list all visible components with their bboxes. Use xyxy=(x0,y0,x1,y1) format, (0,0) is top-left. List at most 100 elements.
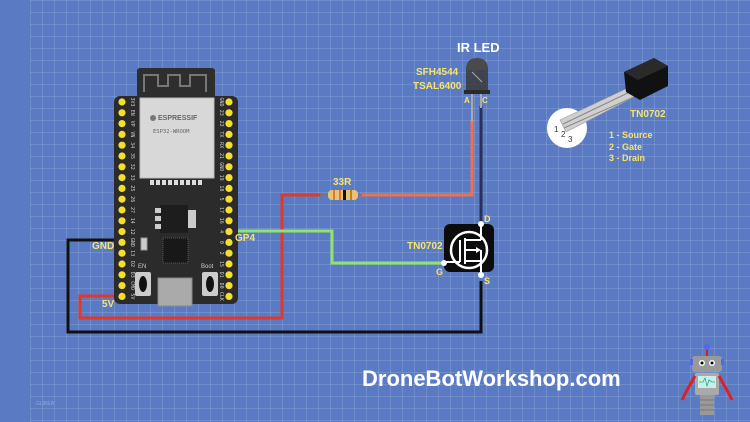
header-pin-label: 5 xyxy=(218,198,224,201)
header-pin xyxy=(118,217,126,225)
resistor-33r xyxy=(320,190,362,200)
header-pin xyxy=(225,282,233,290)
header-pin-label: 3V3 xyxy=(129,97,135,106)
ir-led-part-2: TSAL6400 xyxy=(413,81,462,92)
header-pin xyxy=(118,228,126,236)
header-pin-label: 32 xyxy=(129,164,135,170)
header-pin-label: VN xyxy=(129,131,135,137)
drain-pin xyxy=(478,221,484,227)
header-pin xyxy=(225,98,233,106)
header-pin xyxy=(118,163,126,171)
header-pin xyxy=(118,260,126,268)
header-pin-label: 15 xyxy=(218,261,224,267)
usb-port xyxy=(157,277,193,307)
header-pin-label: 18 xyxy=(218,185,224,191)
header-pin xyxy=(225,174,233,182)
header-pin-label: RX xyxy=(218,142,224,148)
header-pin-label: 33 xyxy=(129,175,135,181)
led-anode-label: A xyxy=(464,96,470,105)
wire-5v xyxy=(78,193,322,320)
esp32-board: ESPRESSIF ESP32-WROOM EN Boot 3V3ENVPVN3… xyxy=(114,68,238,307)
header-pin xyxy=(225,109,233,117)
pin-number-3: 3 xyxy=(568,135,573,144)
header-pin-label: 4 xyxy=(218,230,224,233)
header-pin xyxy=(118,120,126,128)
five-v-label: 5V xyxy=(102,299,115,310)
mosfet-source-label: S xyxy=(484,276,491,286)
header-pin xyxy=(118,195,126,203)
header-pin xyxy=(118,271,126,279)
header-pin-label: GND xyxy=(129,238,135,247)
header-pin-label: D3 xyxy=(129,272,135,278)
header-pin-label: 27 xyxy=(129,207,135,213)
header-pin-label: 0 xyxy=(218,241,224,244)
header-pin xyxy=(118,249,126,257)
header-pin xyxy=(225,141,233,149)
to92-pinout-diagram: 1 2 3 xyxy=(547,58,668,148)
header-pin xyxy=(225,217,233,225)
mosfet-drain-label: D xyxy=(484,214,491,224)
header-pin xyxy=(118,238,126,246)
header-pin-label: TX xyxy=(218,131,224,137)
header-pin-label: D2 xyxy=(129,261,135,267)
boot-label: Boot xyxy=(201,264,214,270)
header-pin xyxy=(225,238,233,246)
header-pin xyxy=(225,249,233,257)
header-pin xyxy=(225,184,233,192)
pin-number-2: 2 xyxy=(561,130,566,139)
header-pin-label: 26 xyxy=(129,196,135,202)
pinout-part-label: TN0702 xyxy=(630,109,666,120)
pinout-legend-source: 1 - Source xyxy=(609,130,653,140)
header-pin xyxy=(118,292,126,300)
header-pin-label: 17 xyxy=(218,207,224,213)
footer-brand: DroneBotWorkshop.com xyxy=(362,366,621,391)
robot-mascot-icon xyxy=(680,344,734,415)
pin-number-1: 1 xyxy=(554,125,559,134)
header-pin xyxy=(118,184,126,192)
header-pin xyxy=(118,152,126,160)
header-pin-label: VP xyxy=(129,121,135,127)
wire-resistor-to-anode xyxy=(360,120,474,197)
source-pin xyxy=(478,272,484,278)
header-pin xyxy=(225,260,233,268)
pinout-legend-gate: 2 - Gate xyxy=(609,142,643,152)
header-pin-label: 2 xyxy=(218,252,224,255)
led-cathode-label: C xyxy=(482,96,488,105)
en-label: EN xyxy=(138,264,146,270)
header-pin xyxy=(118,141,126,149)
ir-led-title: IR LED xyxy=(457,40,500,55)
gp4-label: GP4 xyxy=(235,233,256,244)
header-pin-label: 5V xyxy=(129,293,135,299)
wire-gp4 xyxy=(228,229,444,265)
header-pin xyxy=(225,292,233,300)
header-pin-label: GND xyxy=(218,162,224,171)
header-pin xyxy=(225,195,233,203)
header-pin xyxy=(225,130,233,138)
header-pin xyxy=(225,152,233,160)
mosfet-name-label: TN0702 xyxy=(407,241,443,252)
gnd-label: GND xyxy=(92,241,115,252)
header-pin-label: 22 xyxy=(218,121,224,127)
header-pin-label: CLK xyxy=(218,292,224,301)
header-pin xyxy=(118,98,126,106)
header-pin xyxy=(118,130,126,138)
header-pin xyxy=(225,228,233,236)
header-pin-label: 21 xyxy=(218,153,224,159)
header-pin xyxy=(225,206,233,214)
header-pin xyxy=(225,120,233,128)
header-pin xyxy=(118,282,126,290)
n-channel-mosfet-icon xyxy=(441,221,494,278)
header-pin-label: 12 xyxy=(129,229,135,235)
header-pin xyxy=(225,163,233,171)
header-pin-label: 19 xyxy=(218,175,224,181)
header-pin xyxy=(118,174,126,182)
wire-gnd xyxy=(66,238,483,334)
esp32-module: ESP32-WROOM xyxy=(153,129,190,135)
gate-pin xyxy=(441,260,447,266)
ir-led-icon xyxy=(464,58,490,122)
esp32-brand: ESPRESSIF xyxy=(158,115,198,122)
pinout-legend-drain: 3 - Drain xyxy=(609,153,646,163)
header-pin-label: D0 xyxy=(218,283,224,289)
